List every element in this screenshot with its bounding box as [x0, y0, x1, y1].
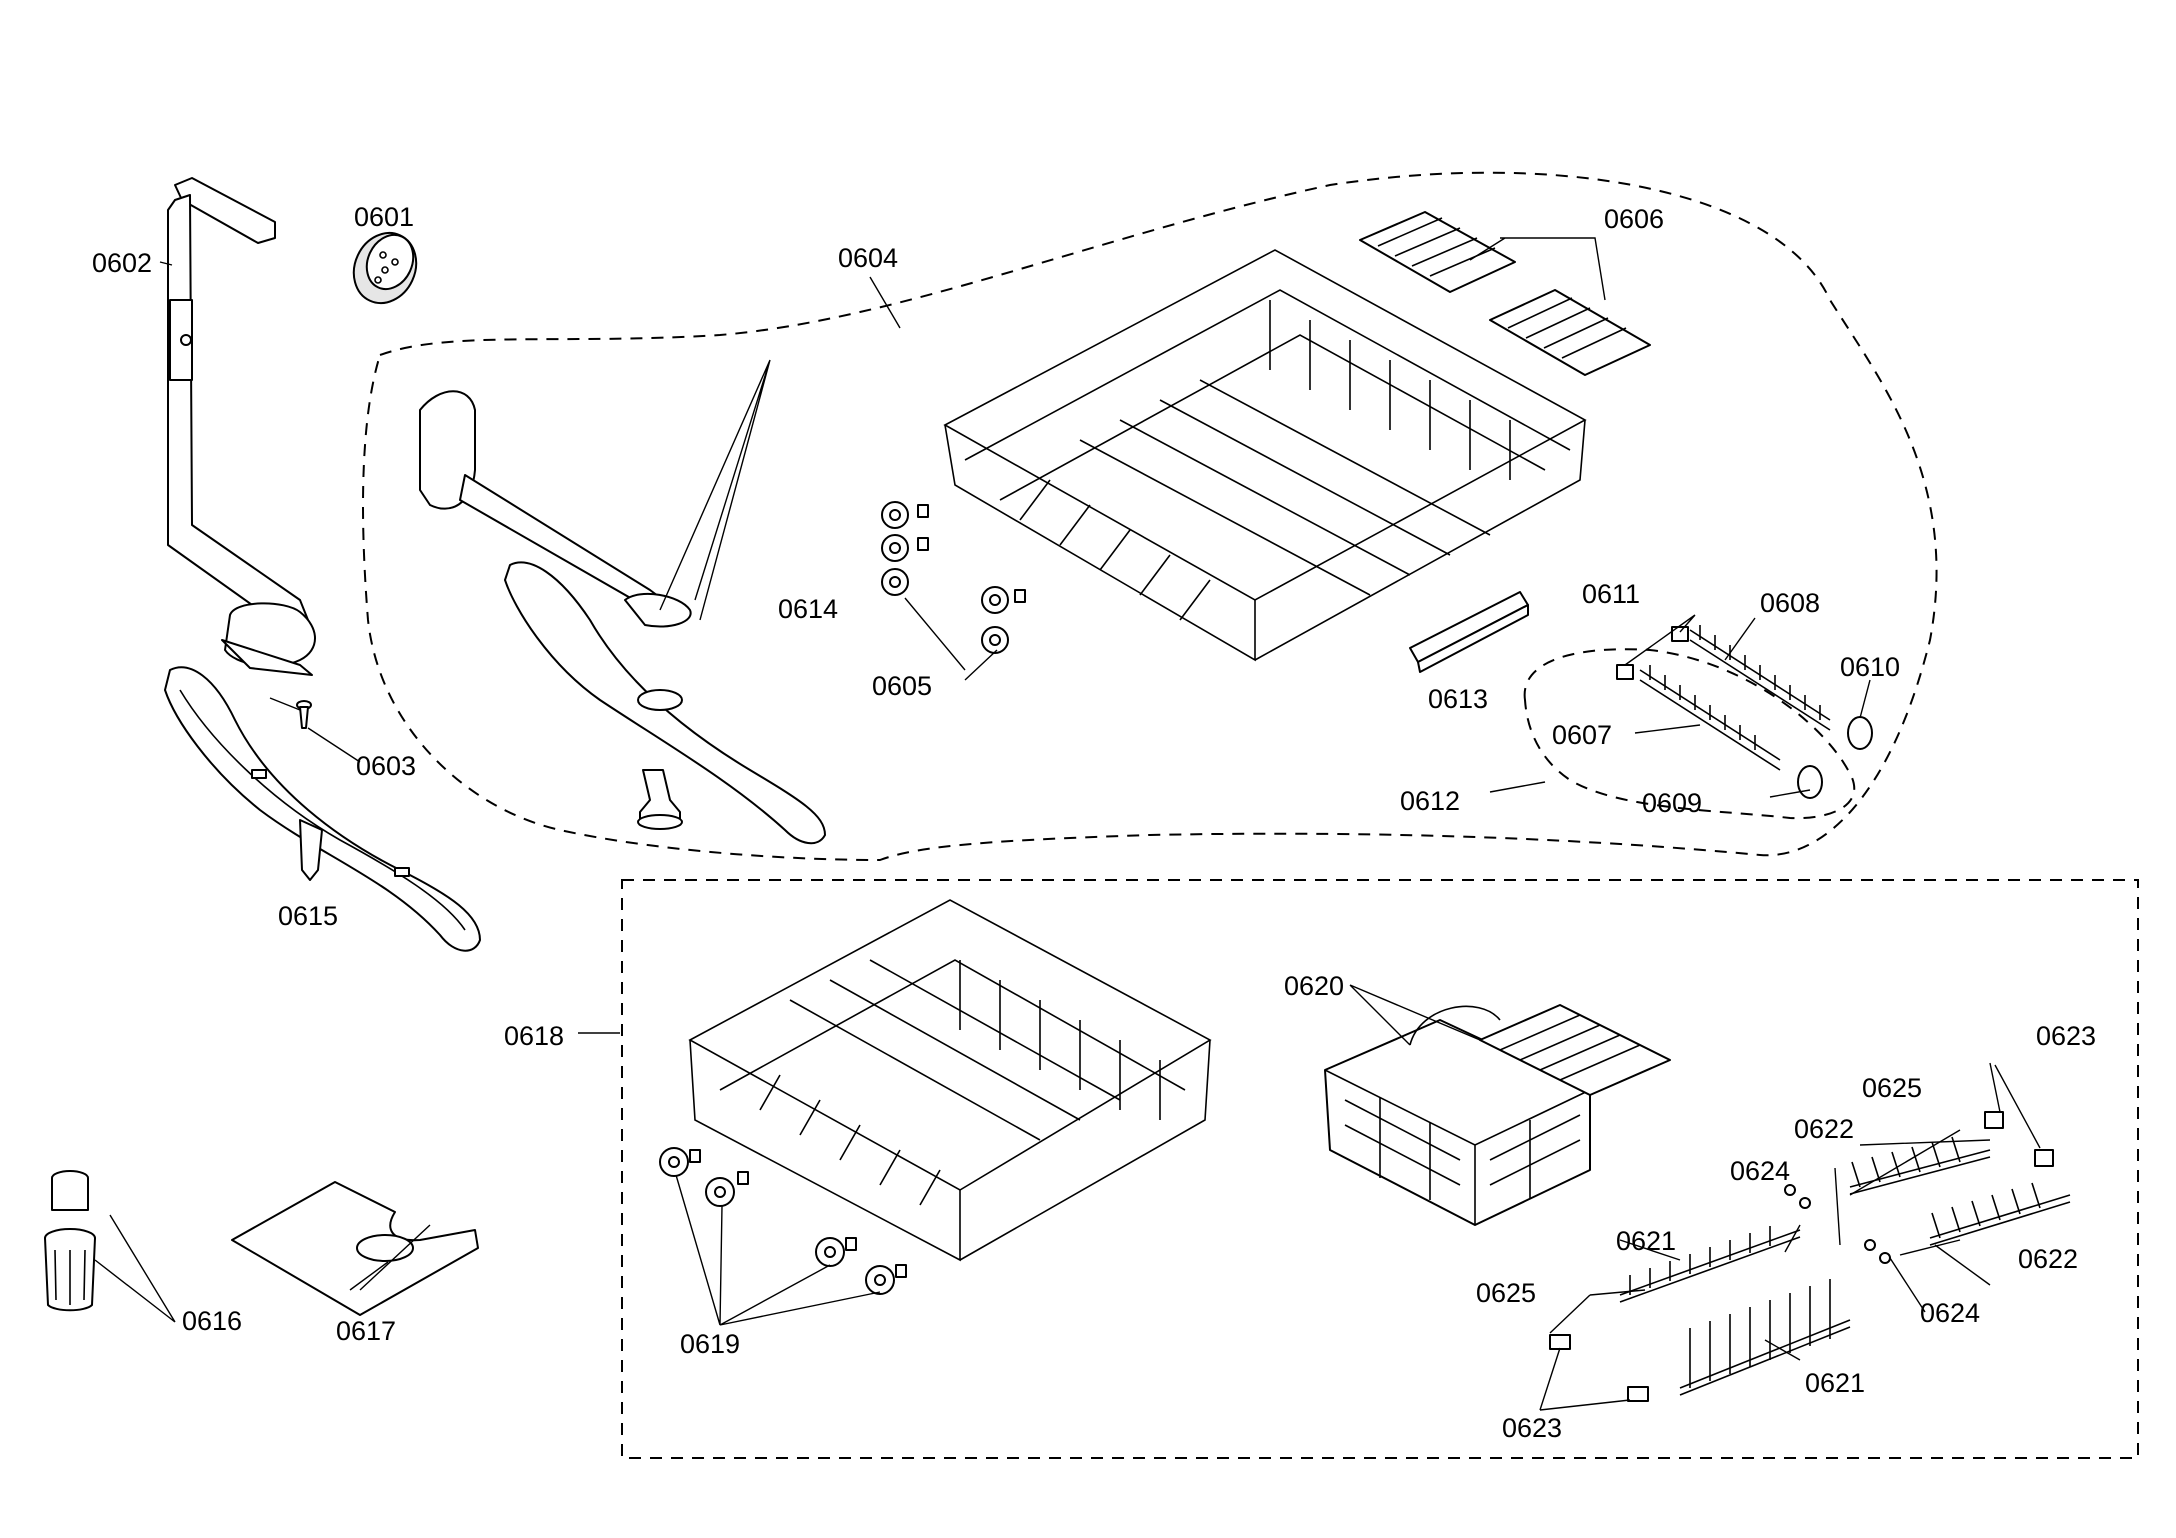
label-0614: 0614	[778, 594, 838, 624]
label-0621-a: 0621	[1616, 1226, 1676, 1256]
upper-basket-part	[943, 249, 1587, 662]
label-0622-b: 0622	[2018, 1244, 2078, 1274]
label-0613: 0613	[1428, 684, 1488, 714]
lower-rack-group-outline	[621, 879, 2139, 1459]
rack-rails-part	[1616, 625, 1873, 799]
label-0625-b: 0625	[1476, 1278, 1536, 1308]
supply-tube-part	[167, 177, 316, 676]
label-0618: 0618	[504, 1021, 564, 1051]
label-0621-b: 0621	[1805, 1368, 1865, 1398]
screw-part	[296, 700, 312, 729]
lower-rollers-part	[659, 1147, 907, 1295]
label-0625-a: 0625	[1862, 1073, 1922, 1103]
label-0624-a: 0624	[1730, 1156, 1790, 1186]
label-0615: 0615	[278, 901, 338, 931]
part-labels: 0601 0602 0603 0604 0605 0606 0607 0608 …	[92, 202, 2096, 1443]
label-0609: 0609	[1642, 788, 1702, 818]
tine-racks-part	[1359, 211, 1651, 376]
label-0603: 0603	[356, 751, 416, 781]
label-0623-a: 0623	[2036, 1021, 2096, 1051]
label-0606: 0606	[1604, 204, 1664, 234]
cutlery-basket-part	[1324, 1004, 1671, 1226]
upper-rollers-part	[881, 501, 1026, 654]
label-0619: 0619	[680, 1329, 740, 1359]
label-0616: 0616	[182, 1306, 242, 1336]
label-0605: 0605	[872, 671, 932, 701]
label-0612: 0612	[1400, 786, 1460, 816]
label-0607: 0607	[1552, 720, 1612, 750]
label-0620: 0620	[1284, 971, 1344, 1001]
label-0608: 0608	[1760, 588, 1820, 618]
label-0604: 0604	[838, 243, 898, 273]
label-0624-b: 0624	[1920, 1298, 1980, 1328]
upper-basket-tines	[1019, 300, 1511, 621]
label-0602: 0602	[92, 248, 152, 278]
rack-handle-part	[1409, 591, 1529, 673]
label-0601: 0601	[354, 202, 414, 232]
label-0623-b: 0623	[1502, 1413, 1562, 1443]
lower-spray-arm-part	[164, 666, 481, 952]
lower-basket-tines	[759, 959, 1161, 1206]
nozzle-cap-part	[352, 231, 418, 305]
lower-basket-part	[688, 899, 1212, 1262]
leader-lines	[94, 237, 2041, 1411]
label-0610: 0610	[1840, 652, 1900, 682]
label-0622-a: 0622	[1794, 1114, 1854, 1144]
filter-part	[44, 1170, 96, 1312]
upper-spray-arm-part	[419, 390, 826, 845]
upper-rack-group-outline	[362, 171, 1938, 862]
filter-plate-part	[231, 1181, 479, 1316]
rack-rail-group-outline	[1523, 648, 1856, 820]
label-0611: 0611	[1582, 579, 1640, 609]
tine-rows-part	[1549, 1111, 2071, 1402]
label-0617: 0617	[336, 1316, 396, 1346]
